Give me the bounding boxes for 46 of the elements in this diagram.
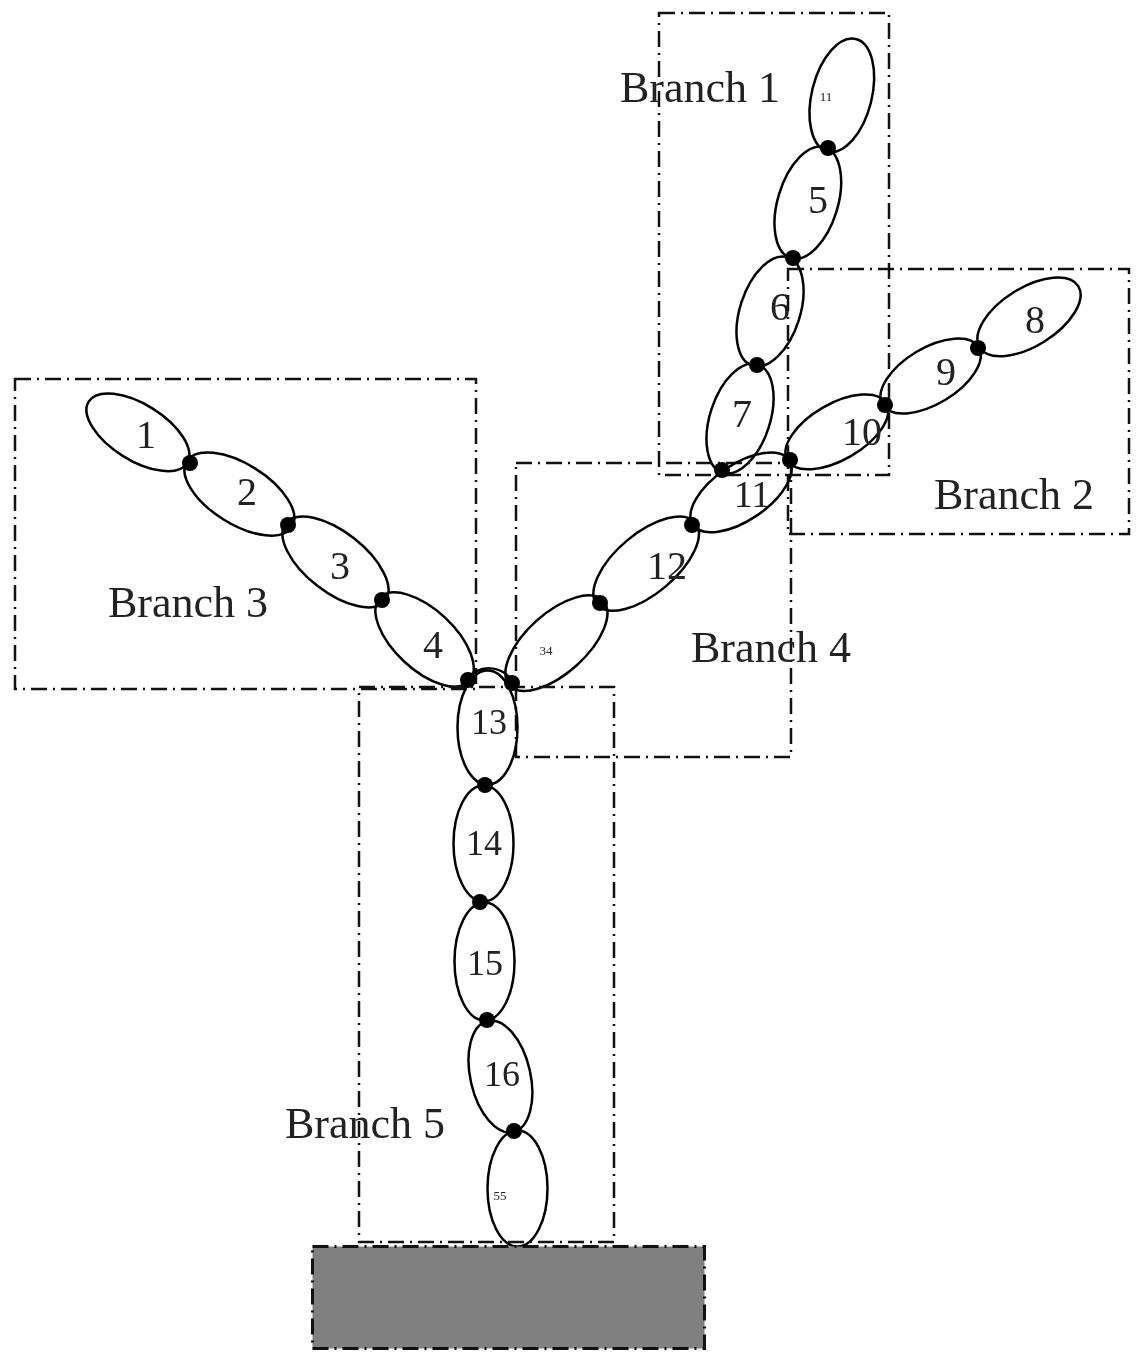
ground-block	[311, 1245, 706, 1350]
segment-ellipse	[808, 36, 876, 154]
segment-ellipse	[455, 668, 519, 786]
segment-number: 12	[647, 546, 687, 586]
segment-ellipse	[374, 591, 476, 689]
segment-number: 55	[493, 1188, 507, 1202]
segment-ellipse	[688, 450, 794, 534]
segment-ellipse	[879, 336, 983, 415]
segment-ellipse	[485, 1128, 549, 1248]
segment-number: 5	[808, 180, 828, 220]
segment-ellipse	[773, 145, 843, 261]
segment-ellipse	[452, 900, 516, 1022]
branch-label: Branch 4	[690, 626, 852, 670]
segment-ellipse	[975, 276, 1082, 358]
segment-number: 13	[471, 704, 507, 740]
segment-ellipse	[503, 593, 609, 693]
segment-ellipse	[182, 450, 296, 538]
branch-label: Branch 1	[619, 66, 781, 110]
segment-number: 1	[136, 415, 156, 455]
segment-number: 2	[237, 472, 257, 512]
segment-ellipse	[85, 391, 191, 473]
segment-ellipse	[466, 1018, 534, 1134]
segment-number: 14	[466, 825, 502, 861]
segment-number: 11	[819, 89, 833, 103]
segment-ellipse	[784, 393, 890, 471]
branch-label: Branch 2	[933, 473, 1095, 517]
branch-label: Branch 5	[284, 1102, 446, 1146]
segment-number: 3	[330, 546, 350, 586]
segment-ellipse	[280, 515, 390, 609]
segment-ellipse	[451, 783, 515, 903]
segment-ellipse	[704, 361, 775, 475]
segment-number: 16	[484, 1056, 520, 1092]
segment-number: 10	[842, 412, 882, 452]
segment-number: 7	[732, 394, 752, 434]
segment-number: 8	[1025, 300, 1045, 340]
segment-number: 9	[936, 352, 956, 392]
segment-number: 11	[733, 475, 771, 513]
segment-number: 34	[539, 643, 553, 657]
branch-region	[787, 268, 1130, 535]
segment-ellipse	[734, 254, 805, 368]
branch-label: Branch 3	[107, 581, 269, 625]
branch-region	[14, 378, 477, 690]
segment-ellipse	[591, 515, 701, 613]
segment-number: 6	[770, 287, 790, 327]
segment-number: 15	[467, 945, 503, 981]
segment-number: 4	[423, 625, 443, 665]
